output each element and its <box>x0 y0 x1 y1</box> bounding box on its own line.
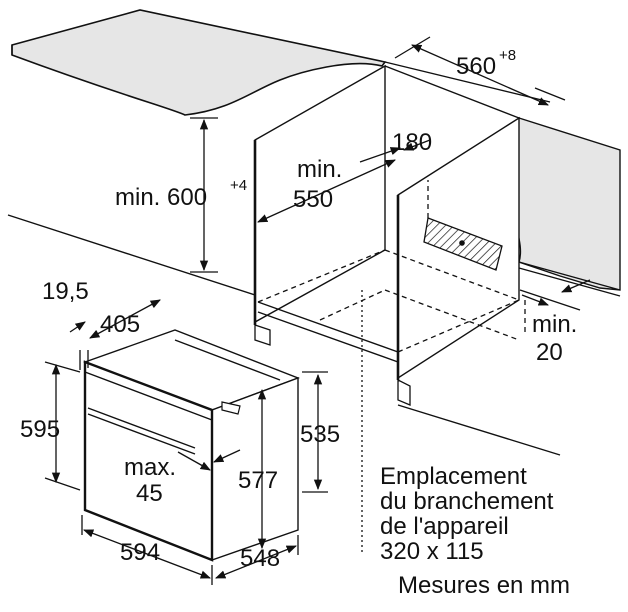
units-caption: Mesures en mm <box>398 572 570 599</box>
dimension-595: 595 <box>20 361 81 491</box>
label-600-sup: +4 <box>230 177 247 194</box>
connection-note: Emplacement du branchement de l'appareil… <box>380 463 554 565</box>
dimension-535: 535 <box>300 371 340 493</box>
label-600: min. 600 <box>115 184 207 211</box>
label-548: 548 <box>240 545 280 572</box>
label-594: 594 <box>120 539 160 566</box>
label-595: 595 <box>20 416 60 443</box>
dimension-19-5: 19,5 <box>42 278 89 370</box>
label-550-line2: 550 <box>293 186 333 213</box>
label-560: 560 <box>456 53 496 80</box>
label-19-5: 19,5 <box>42 278 89 305</box>
dimension-548: 548 <box>215 535 299 579</box>
label-405: 405 <box>100 311 140 338</box>
connection-area <box>423 180 503 271</box>
dimension-577: 577 <box>238 388 278 550</box>
dimension-20: min. 20 <box>521 279 591 366</box>
dimension-594: 594 <box>81 515 213 585</box>
note-line4: 320 x 115 <box>380 538 484 565</box>
cabinet-base <box>257 249 520 363</box>
note-line1: Emplacement <box>380 463 527 490</box>
dimension-550: min. 550 <box>257 156 396 223</box>
label-560-sup: +8 <box>499 47 516 64</box>
oven <box>82 329 300 562</box>
note-line3: de l'appareil <box>380 513 509 540</box>
label-180: 180 <box>392 129 432 156</box>
countertop-right <box>512 117 621 297</box>
label-535: 535 <box>300 421 340 448</box>
cabinet-right-wall <box>396 116 520 406</box>
label-45-line2: 45 <box>136 480 163 507</box>
dimension-180: 180 <box>359 129 432 163</box>
label-45-line1: max. <box>124 454 176 481</box>
note-line2: du branchement <box>380 488 554 515</box>
countertop <box>11 9 387 116</box>
label-20-line2: 20 <box>536 339 563 366</box>
dimension-600: min. 600 +4 <box>115 117 247 273</box>
dimension-max-45: max. 45 <box>124 449 241 507</box>
label-550-line1: min. <box>297 156 342 183</box>
label-20-line1: min. <box>532 311 577 338</box>
label-577: 577 <box>238 467 278 494</box>
dimension-560: 560 +8 <box>394 36 566 106</box>
dimension-405: 405 <box>89 299 161 339</box>
